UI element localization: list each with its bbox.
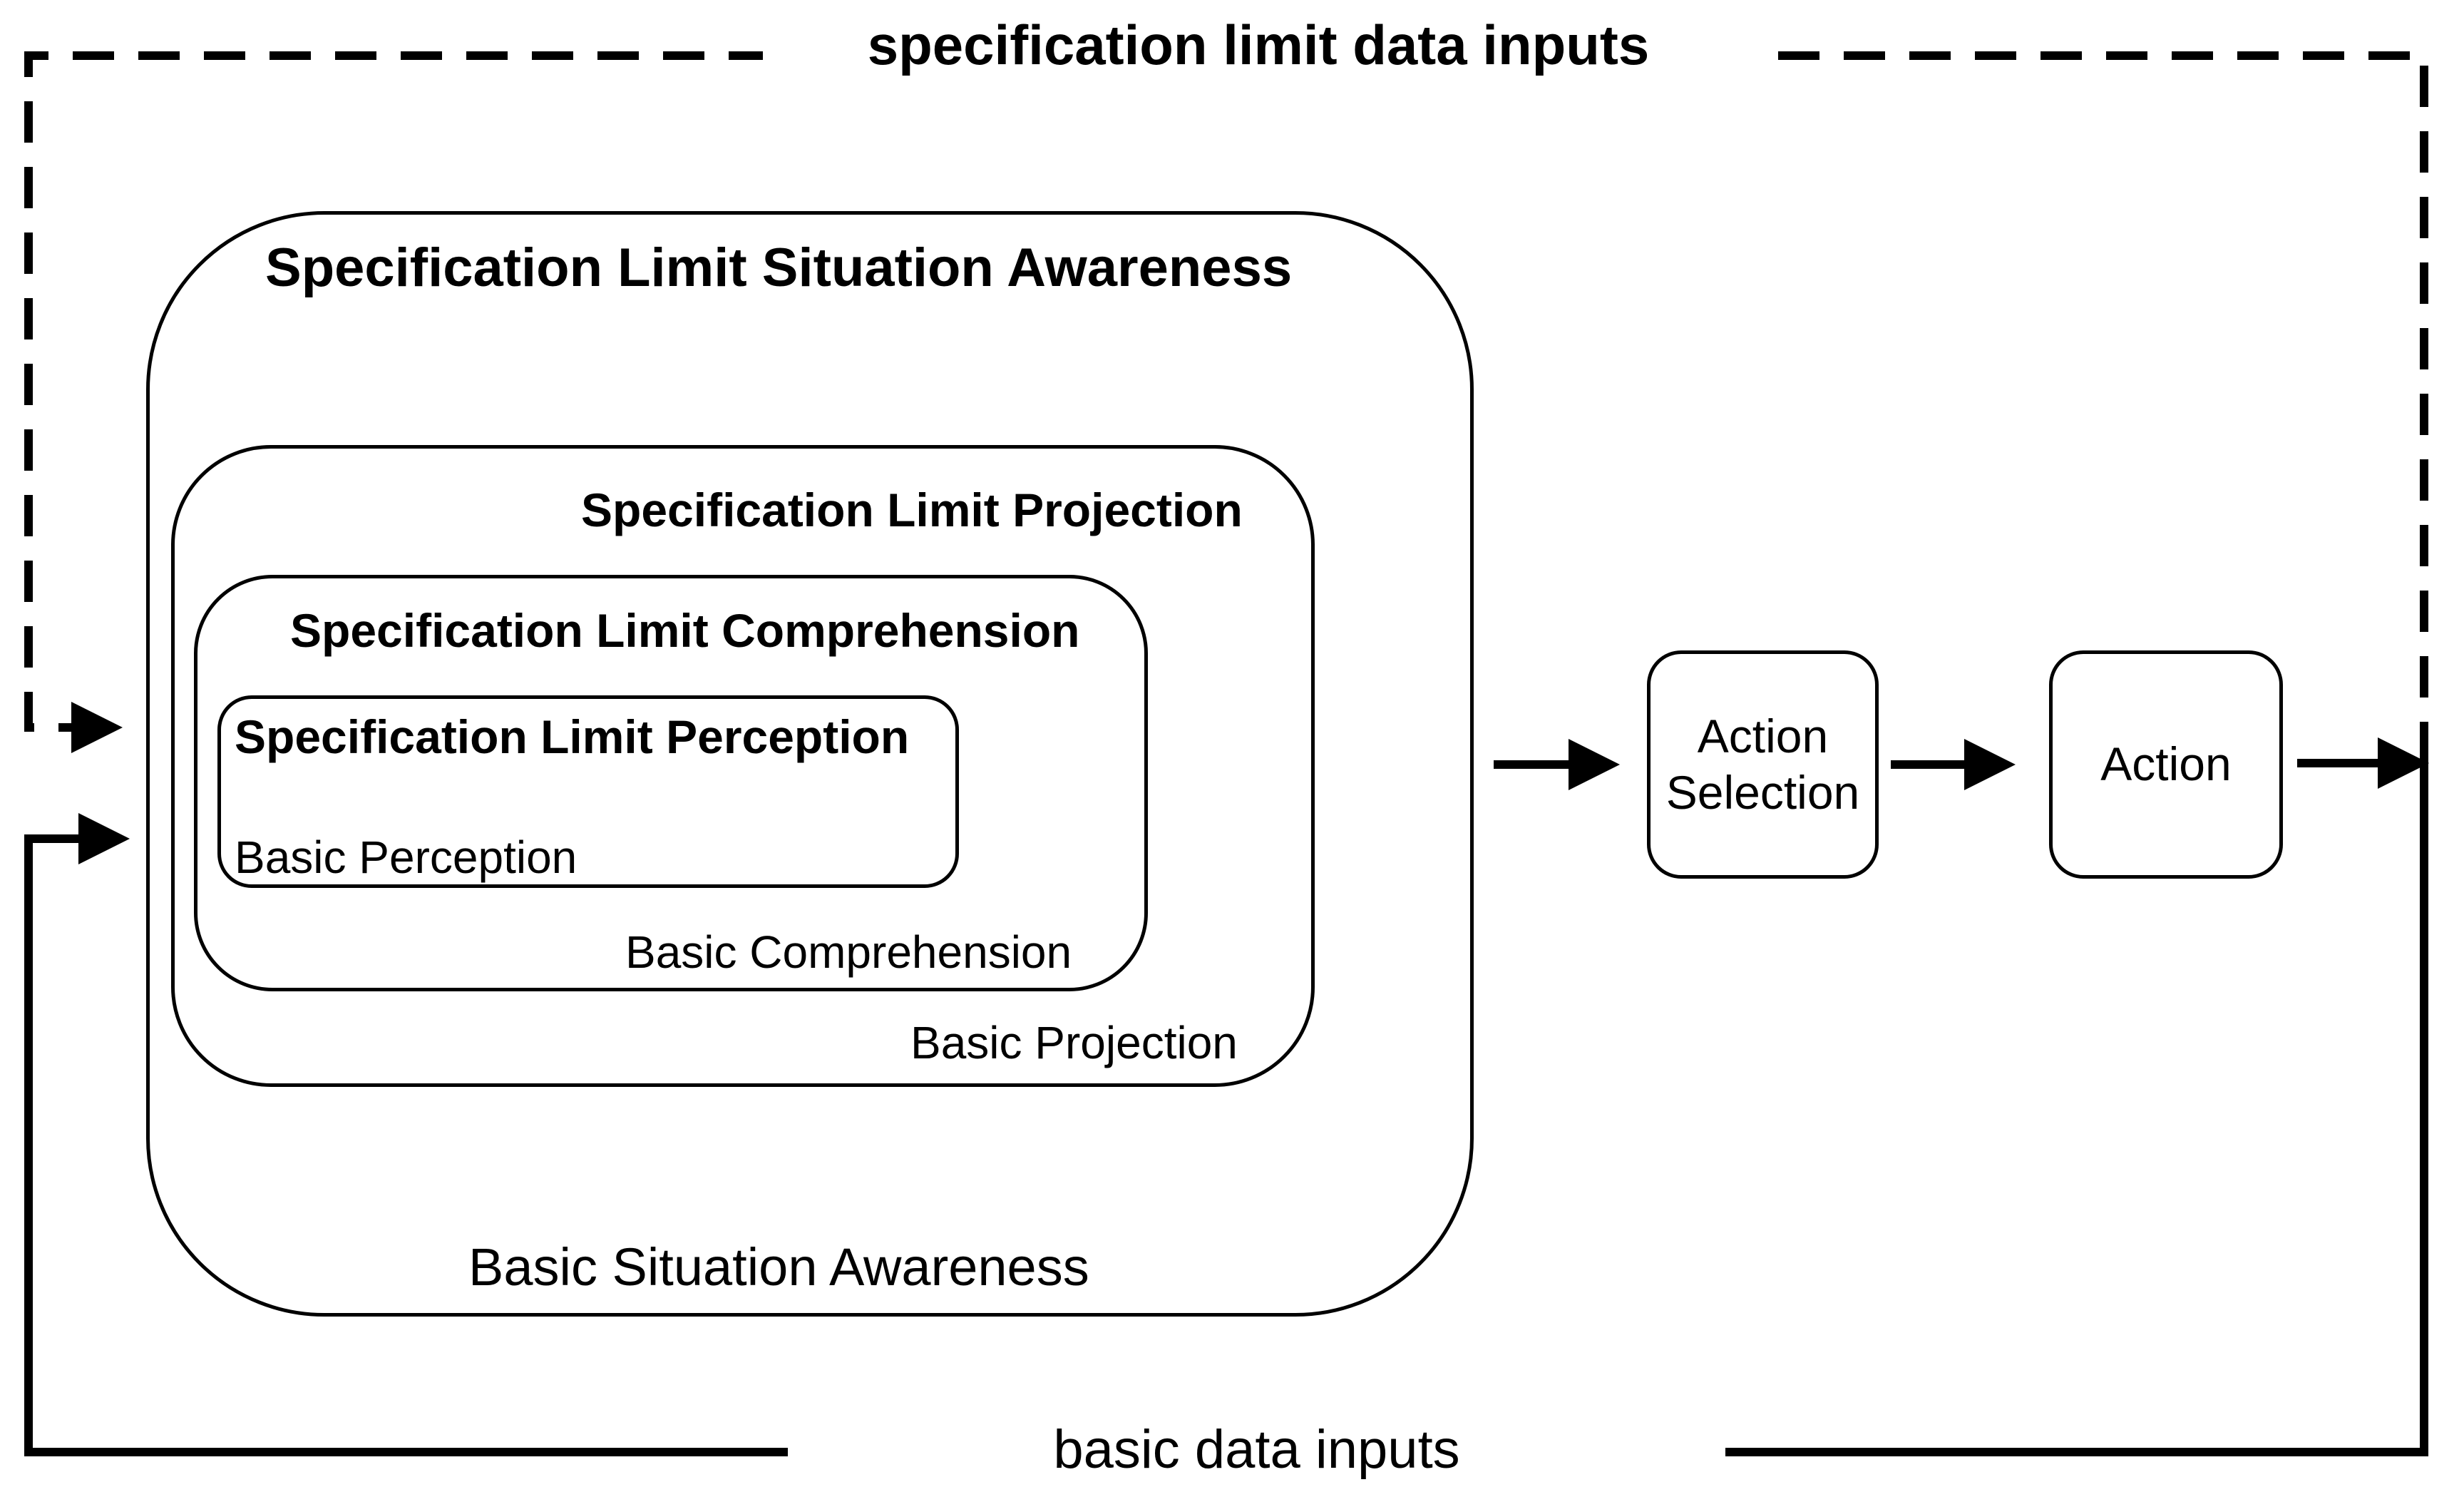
action-label: Action bbox=[2100, 737, 2232, 791]
basic-situation-awareness-label: Basic Situation Awareness bbox=[468, 1237, 1089, 1297]
basic-data-feedback-line bbox=[24, 763, 2428, 1456]
comprehension-title: Specification Limit Comprehension bbox=[290, 604, 1080, 657]
action-box: Action bbox=[2049, 650, 2283, 879]
situation-awareness-title: Specification Limit Situation Awareness bbox=[265, 237, 1293, 298]
spec-limit-feedback-line bbox=[24, 51, 2428, 763]
perception-box bbox=[217, 695, 959, 888]
basic-data-inputs-label: basic data inputs bbox=[788, 1423, 1725, 1477]
action-selection-box: Action Selection bbox=[1647, 650, 1879, 879]
basic-perception-label: Basic Perception bbox=[235, 832, 578, 883]
action-selection-line2: Selection bbox=[1665, 766, 1860, 819]
basic-comprehension-label: Basic Comprehension bbox=[625, 926, 1072, 978]
perception-title: Specification Limit Perception bbox=[235, 710, 910, 763]
basic-projection-label: Basic Projection bbox=[910, 1017, 1238, 1068]
spec-limit-data-inputs-label: specification limit data inputs bbox=[763, 16, 1754, 73]
projection-title: Specification Limit Projection bbox=[581, 484, 1243, 536]
action-selection-line1: Action bbox=[1697, 709, 1829, 762]
